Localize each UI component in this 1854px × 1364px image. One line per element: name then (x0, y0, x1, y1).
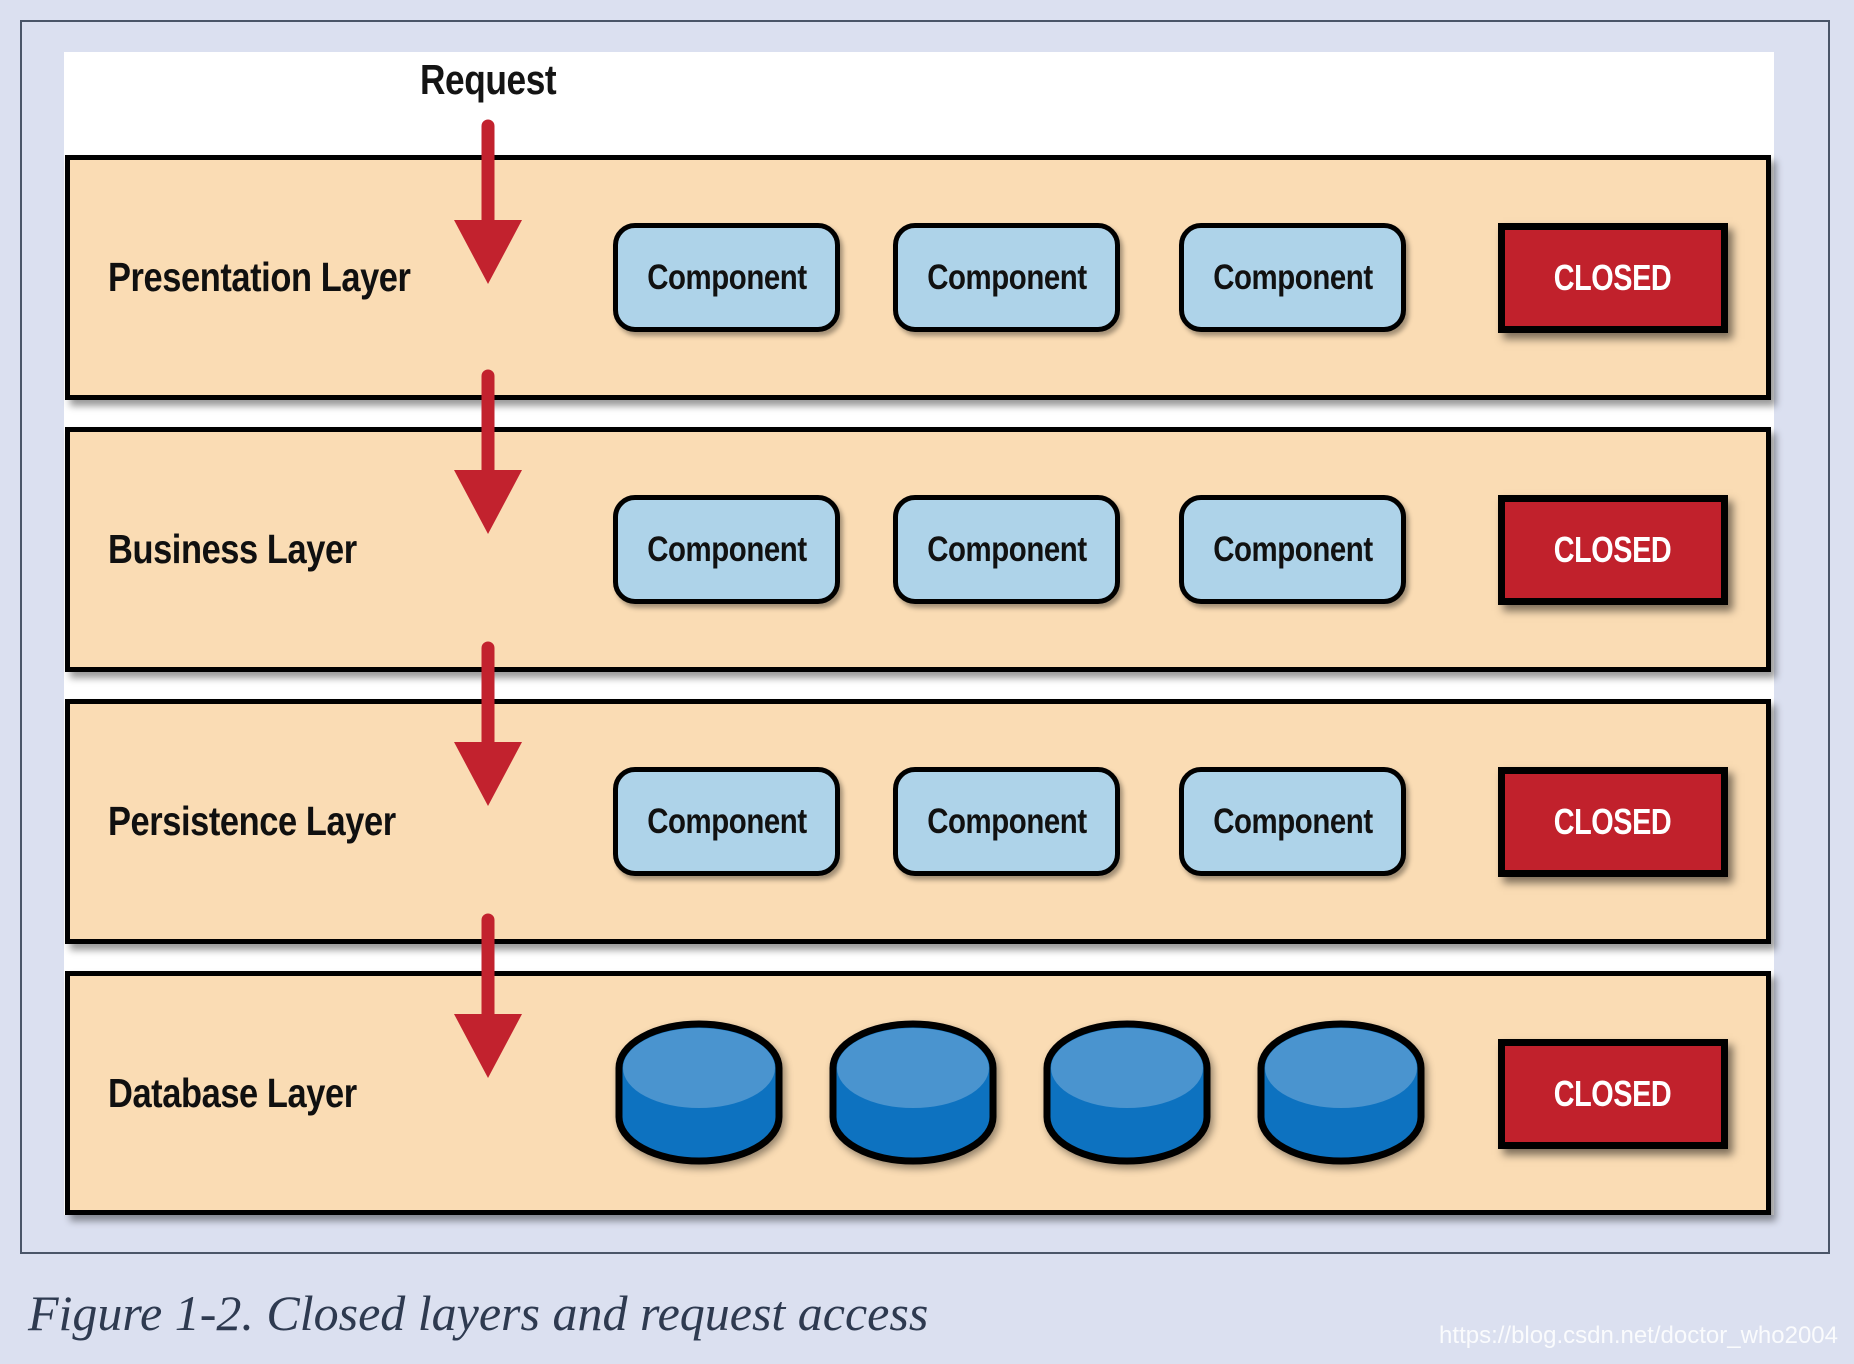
database-cylinder-icon (829, 1020, 997, 1165)
layer-database: Database Layer CLOSED (65, 971, 1771, 1215)
component-box: Component (613, 767, 840, 876)
down-arrow-icon (454, 913, 522, 1078)
diagram-canvas: Request Presentation Layer Component Com… (64, 52, 1774, 1215)
layer-presentation-label: Presentation Layer (108, 254, 411, 300)
watermark-url: https://blog.csdn.net/doctor_who2004 (1439, 1322, 1838, 1349)
figure-caption: Figure 1-2. Closed layers and request ac… (28, 1285, 929, 1341)
layer-database-label: Database Layer (108, 1069, 357, 1116)
layer-business-label: Business Layer (108, 526, 357, 572)
component-box: Component (1179, 495, 1406, 604)
component-box: Component (1179, 767, 1406, 876)
component-box: Component (613, 223, 840, 332)
database-cylinder-icon (1043, 1020, 1211, 1165)
component-box: Component (893, 223, 1120, 332)
layer-persistence: Persistence Layer Component Component Co… (65, 699, 1771, 944)
database-cylinder-icon (615, 1020, 783, 1165)
closed-status-badge: CLOSED (1498, 223, 1728, 333)
figure-frame-border (20, 20, 1830, 1254)
closed-status-badge: CLOSED (1498, 495, 1728, 605)
down-arrow-icon (454, 119, 522, 284)
component-box: Component (1179, 223, 1406, 332)
component-box: Component (613, 495, 840, 604)
layer-persistence-label: Persistence Layer (108, 798, 396, 844)
down-arrow-icon (454, 369, 522, 534)
request-label-text: Request (419, 56, 557, 103)
layer-presentation: Presentation Layer Component Component C… (65, 155, 1771, 400)
component-box: Component (893, 495, 1120, 604)
down-arrow-icon (454, 641, 522, 806)
closed-status-badge: CLOSED (1498, 1039, 1728, 1149)
request-label: Request (368, 56, 608, 104)
layer-business: Business Layer Component Component Compo… (65, 427, 1771, 672)
closed-status-badge: CLOSED (1498, 767, 1728, 877)
database-cylinder-icon (1257, 1020, 1425, 1165)
component-box: Component (893, 767, 1120, 876)
